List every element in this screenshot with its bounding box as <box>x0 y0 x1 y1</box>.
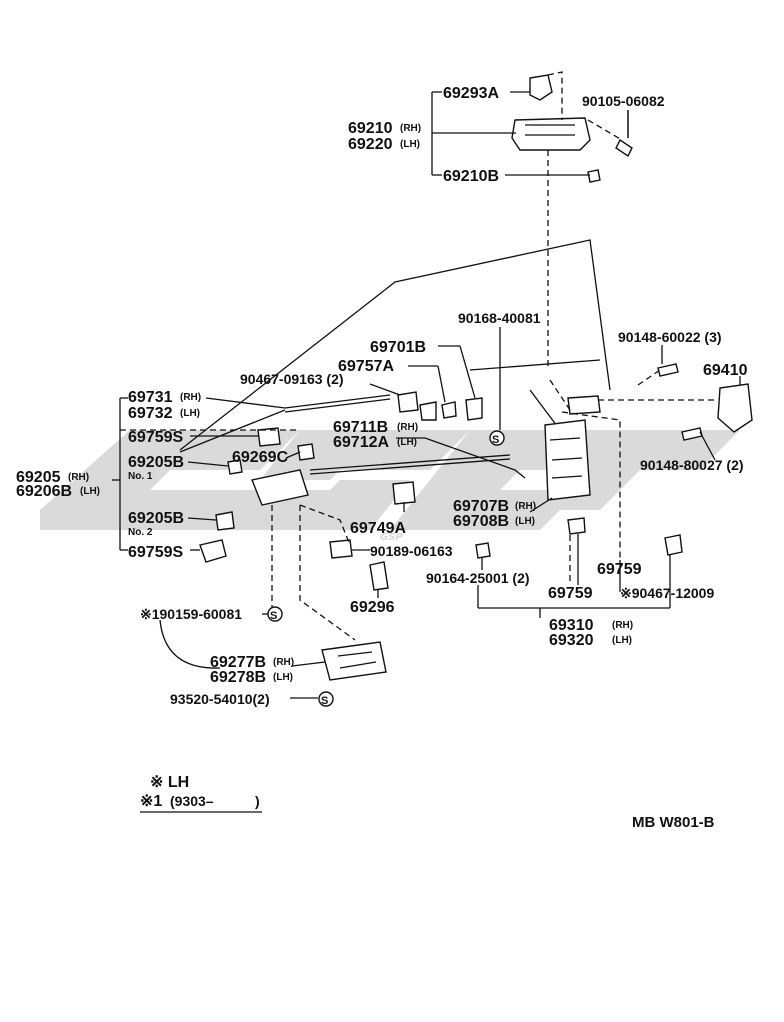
screw-90105-part <box>615 138 633 158</box>
label-69205b-2: 69205B <box>128 510 184 527</box>
label-69731-rh: (RH) <box>180 392 201 403</box>
label-90148-60022: 90148-60022 (3) <box>618 329 722 345</box>
label-69732: 69732 <box>128 405 173 422</box>
striker-69410-part <box>717 383 753 433</box>
label-69320-lh: (LH) <box>612 635 632 646</box>
s-mark-label-2: S <box>270 610 277 622</box>
label-90168-40081: 90168-40081 <box>458 310 541 326</box>
inside-handle-part <box>321 641 387 681</box>
s-markers: S S S <box>267 430 505 707</box>
label-69269c: 69269C <box>232 449 288 466</box>
label-69712a: 69712A <box>333 434 389 451</box>
label-69759-b: 69759 <box>597 561 642 578</box>
legend-one: ※1 <box>140 793 162 810</box>
label-90148-80027: 90148-80027 (2) <box>640 457 744 473</box>
label-69708b: 69708B <box>453 513 509 530</box>
label-93520-54010: 93520-54010(2) <box>170 691 270 707</box>
label-69759-a: 69759 <box>548 585 593 602</box>
clip-69701b-b-part <box>441 401 457 419</box>
label-69310-rh: (RH) <box>612 620 633 631</box>
legend-lh: ※ LH <box>150 774 189 791</box>
label-69708b-lh: (LH) <box>515 516 535 527</box>
clip-69759s-b-part <box>199 539 227 563</box>
screw-69205b-2-part <box>215 511 235 531</box>
label-69701b: 69701B <box>370 339 426 356</box>
label-69732-lh: (LH) <box>180 408 200 419</box>
label-no-2: No. 2 <box>128 527 153 538</box>
label-90467-09163: 90467-09163 (2) <box>240 371 344 387</box>
label-69410: 69410 <box>703 362 748 379</box>
leader-lines <box>112 110 741 699</box>
clip-69759s-a-part <box>257 427 281 447</box>
lock-bracket-part <box>567 395 601 415</box>
s-mark-label-1: S <box>492 434 499 446</box>
label-69711b: 69711B <box>333 419 388 436</box>
label-90189-06163: 90189-06163 <box>370 543 453 559</box>
s-mark-label-3: S <box>321 695 328 707</box>
label-90164-25001: 90164-25001 (2) <box>426 570 530 586</box>
label-69712a-lh: (LH) <box>397 437 417 448</box>
label-69278b-lh: (LH) <box>273 672 293 683</box>
outside-handle-part <box>511 117 591 151</box>
clip-69293a-part <box>529 74 553 101</box>
linkage-group <box>120 363 753 681</box>
label-69205b-1: 69205B <box>128 454 184 471</box>
label-69210b: 69210B <box>443 168 499 185</box>
bushing-69749a-part <box>392 481 416 505</box>
s-mark-90168 <box>489 430 505 446</box>
screw-69205b-1-part <box>227 459 243 475</box>
screw-90164-part <box>475 542 491 559</box>
label-190159-60081: ※190159-60081 <box>140 606 242 622</box>
label-69310: 69310 <box>549 617 594 634</box>
label-69749a: 69749A <box>350 520 406 537</box>
label-69707b: 69707B <box>453 498 509 515</box>
label-69205: 69205 <box>16 469 61 486</box>
legend: ※ LH ※1 (9303– ) <box>140 774 262 813</box>
label-69293a: 69293A <box>443 85 499 102</box>
label-69205-rh: (RH) <box>68 472 89 483</box>
label-69711b-rh: (RH) <box>397 422 418 433</box>
diagram-code: MB W801-B <box>632 814 715 831</box>
screw-90148-60022-part <box>657 363 679 377</box>
switch-69296-part <box>369 561 389 591</box>
clip-90467-09163-part <box>397 391 419 413</box>
label-69707b-rh: (RH) <box>515 501 536 512</box>
clip-90467-12009-part <box>664 534 683 556</box>
label-90105-06082: 90105-06082 <box>582 93 665 109</box>
label-69206b-lh: (LH) <box>80 486 100 497</box>
outside-handle-group <box>431 71 633 370</box>
part-labels: 69293A 90105-06082 69210 (RH) 69220 (LH)… <box>16 85 748 707</box>
label-69277b: 69277B <box>210 654 266 671</box>
label-69210: 69210 <box>348 120 393 137</box>
label-69220-lh: (LH) <box>400 139 420 150</box>
clip-69701b-part <box>465 397 483 421</box>
door-lock-assembly-part <box>544 419 591 501</box>
watermark-text: GSP <box>380 532 403 543</box>
label-69731: 69731 <box>128 389 173 406</box>
label-69320: 69320 <box>549 632 594 649</box>
clip-69757a-part <box>419 401 437 421</box>
label-69759s-a: 69759S <box>128 429 183 446</box>
label-69757a: 69757A <box>338 358 394 375</box>
door-outline <box>179 239 611 451</box>
label-69278b: 69278B <box>210 669 266 686</box>
label-69206b: 69206B <box>16 483 72 500</box>
legend-range: (9303– <box>170 793 214 809</box>
clip-69269c-part <box>297 443 315 461</box>
clip-90189-part <box>329 539 353 559</box>
label-90467-12009: ※90467-12009 <box>620 585 714 601</box>
label-69296: 69296 <box>350 599 395 616</box>
label-69210-rh: (RH) <box>400 123 421 134</box>
inside-lock-remote-part <box>251 469 309 506</box>
label-no-1: No. 1 <box>128 471 153 482</box>
label-69220: 69220 <box>348 136 393 153</box>
retainer-69210b-part <box>587 169 601 183</box>
clip-69759-part <box>567 517 586 535</box>
label-69277b-rh: (RH) <box>273 657 294 668</box>
legend-range-end: ) <box>255 793 260 809</box>
label-69759s-b: 69759S <box>128 544 183 561</box>
s-mark-93520 <box>318 691 334 707</box>
